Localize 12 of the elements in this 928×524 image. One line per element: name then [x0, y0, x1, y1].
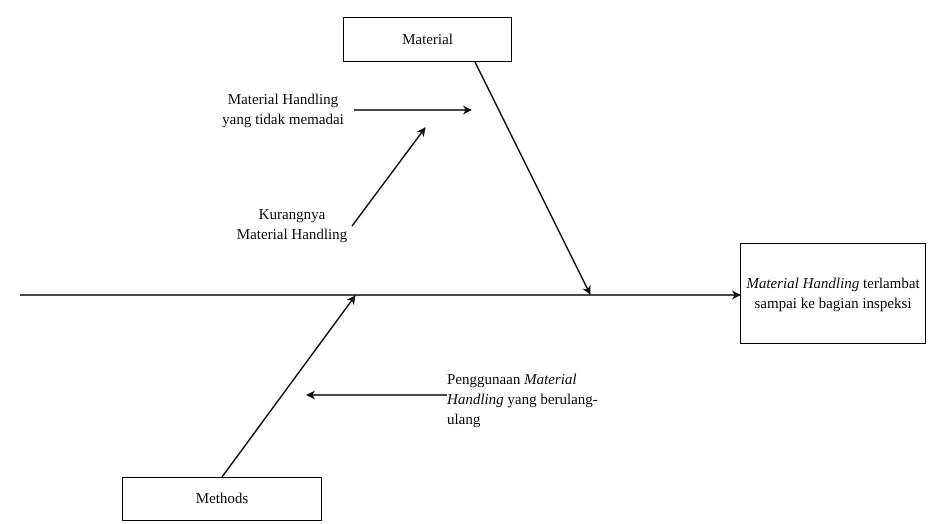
cause-label: Material Handling yang tidak memadai: [212, 90, 354, 132]
cause-label: Penggunaan Material Handling yang berulang-ulang: [447, 370, 605, 434]
category-box: Methods: [122, 477, 322, 521]
arrow: [306, 390, 447, 400]
bone-arrow: [474, 62, 591, 295]
cause-label: Kurangnya Material Handling: [232, 205, 352, 249]
bone-arrow: [221, 295, 356, 478]
arrow: [351, 127, 426, 226]
effect-box: Material Handling terlambat sampai ke bagian inspeksi: [740, 243, 926, 344]
category-box: Material: [343, 17, 512, 62]
arrow: [354, 106, 472, 114]
spine-arrow: [20, 290, 741, 300]
